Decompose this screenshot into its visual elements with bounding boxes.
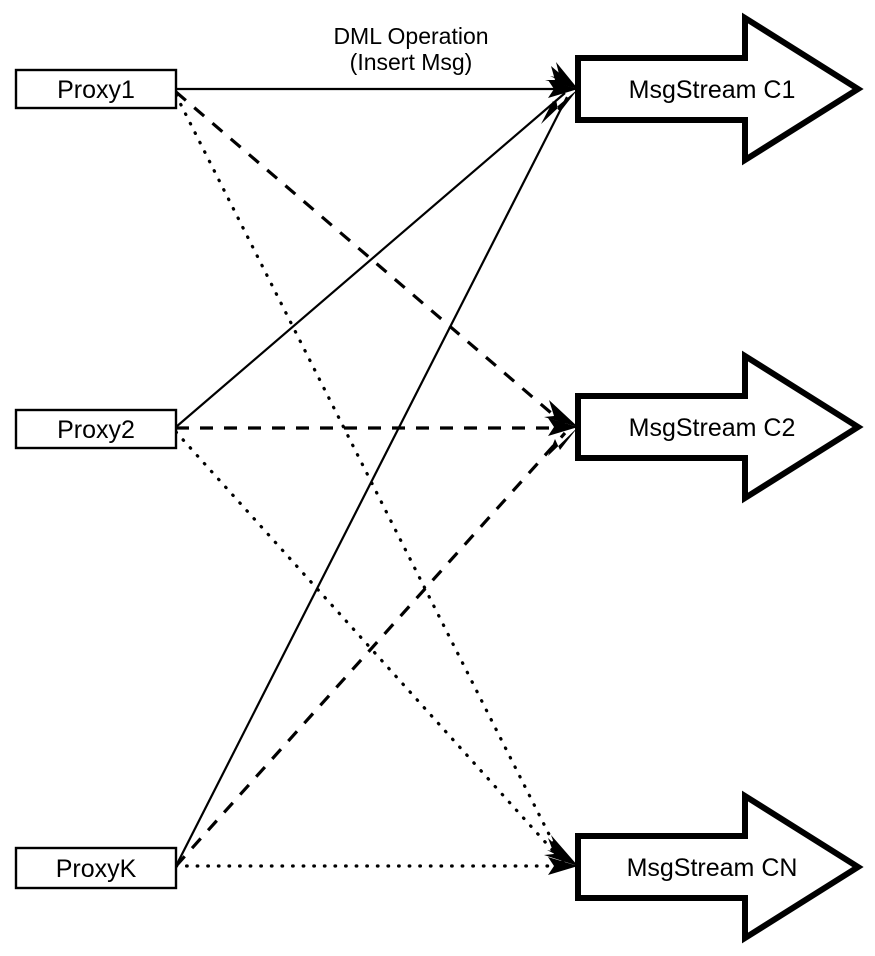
arrowhead-msgstream-c2	[544, 400, 578, 456]
stream-node-msgstream-cn[interactable]: MsgStream CN	[575, 790, 864, 944]
arrowhead-msgstream-cn	[544, 835, 578, 875]
proxy1-box[interactable]	[14, 68, 178, 110]
stream-node-msgstream-c1[interactable]: MsgStream C1	[575, 12, 864, 166]
proxy1-label: Proxy1	[57, 76, 135, 104]
dml-operation-line2: (Insert Msg)	[350, 49, 473, 75]
msgstream-cn-arrow-shape[interactable]	[575, 790, 864, 944]
proxy2-box[interactable]	[14, 408, 178, 450]
msgstream-cn-label: MsgStream CN	[627, 854, 798, 882]
proxy-node-proxy1[interactable]: Proxy1	[14, 68, 178, 110]
edge-proxy2-to-msgstream-c1[interactable]	[175, 92, 566, 428]
msgstream-c1-arrow-shape[interactable]	[575, 12, 864, 166]
proxy-node-proxyk[interactable]: ProxyK	[14, 846, 178, 890]
edge-annotation-dml-operation: DML Operation (Insert Msg)	[333, 23, 488, 75]
arrowhead-msgstream-c1	[541, 62, 578, 124]
edge-proxy1-to-msgstream-cn[interactable]	[174, 93, 565, 864]
msgstream-c2-label: MsgStream C2	[629, 414, 796, 442]
arrowhead-layer	[541, 62, 578, 875]
proxy2-label: Proxy2	[57, 416, 135, 444]
msgstream-c1-label: MsgStream C1	[629, 76, 796, 104]
dml-operation-line1: DML Operation	[333, 23, 488, 49]
proxyk-label: ProxyK	[56, 855, 137, 883]
msgstream-c2-arrow-shape[interactable]	[575, 350, 864, 504]
edge-proxyk-to-msgstream-c1[interactable]	[175, 96, 568, 867]
proxy-node-proxy2[interactable]: Proxy2	[14, 408, 178, 450]
edge-layer	[174, 87, 568, 868]
edge-proxy2-to-msgstream-cn[interactable]	[174, 430, 566, 865]
stream-node-msgstream-c2[interactable]: MsgStream C2	[575, 350, 864, 504]
proxyk-box[interactable]	[14, 846, 178, 890]
edge-proxy1-to-msgstream-c2[interactable]	[174, 90, 566, 426]
edge-proxyk-to-msgstream-c2[interactable]	[174, 431, 567, 868]
